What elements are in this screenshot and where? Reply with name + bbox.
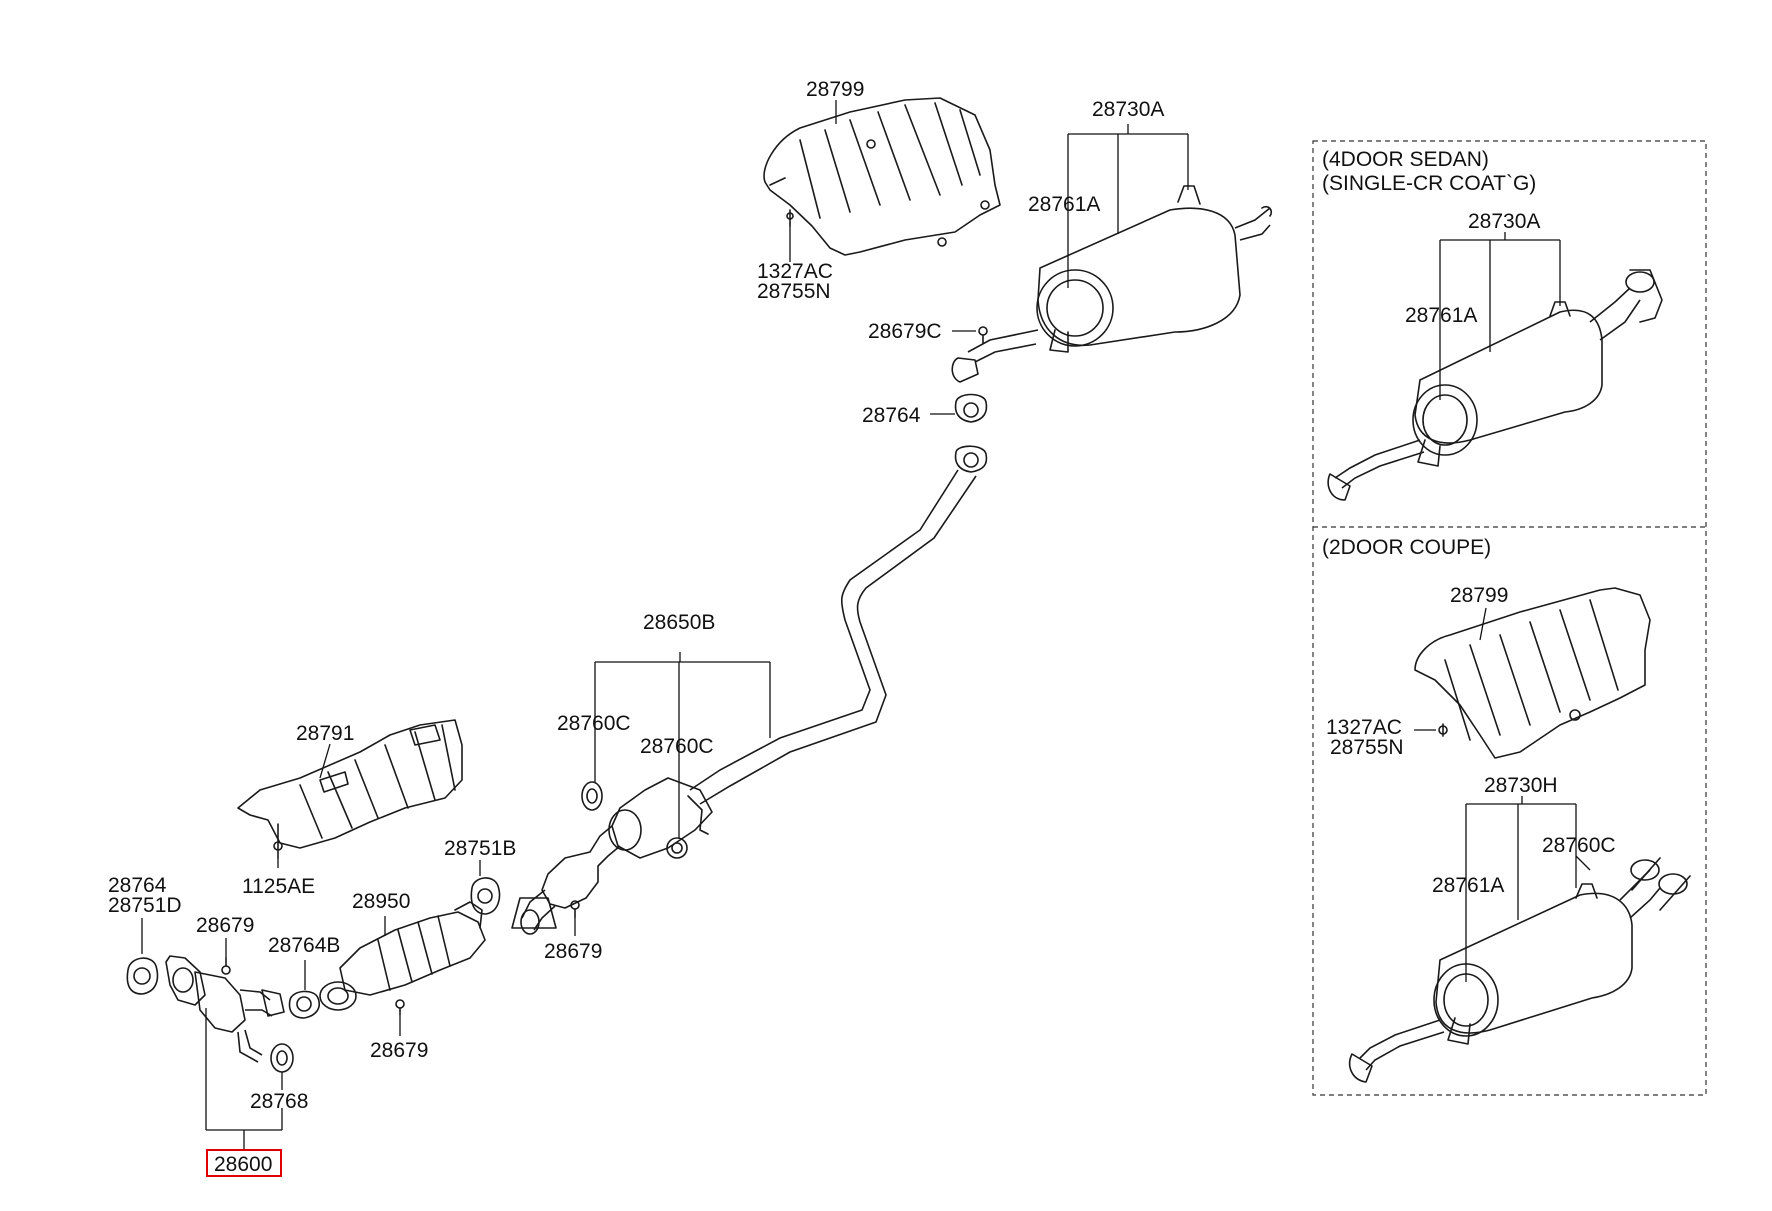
mid-nut-part[interactable]	[570, 900, 580, 918]
inset-sedan-28730A: 28730A	[1468, 210, 1540, 233]
highlight-box-28600	[206, 1149, 282, 1177]
rear-muffler-part[interactable]	[951, 185, 1273, 383]
label-28679-mid: 28679	[544, 940, 602, 963]
label-28761A: 28761A	[1028, 193, 1100, 216]
rear-nut-part[interactable]	[978, 326, 988, 344]
rear-gasket-part[interactable]	[954, 393, 988, 423]
label-28768: 28768	[250, 1090, 308, 1113]
label-28751B: 28751B	[444, 837, 516, 860]
label-28764-front: 28764	[108, 874, 167, 897]
label-28650B: 28650B	[643, 611, 715, 634]
inset-coupe-28730H: 28730H	[1484, 774, 1558, 797]
inset-sedan-title-2: (SINGLE-CR COAT`G)	[1322, 172, 1536, 195]
label-28764-rear: 28764	[862, 404, 921, 427]
label-28679C: 28679C	[868, 320, 942, 343]
center-hanger-2[interactable]	[666, 837, 688, 859]
label-28751D: 28751D	[108, 894, 182, 917]
rear-shield-bolt[interactable]	[786, 209, 794, 227]
inset-sedan-28761A: 28761A	[1405, 304, 1477, 327]
label-1327AC: 1327AC	[757, 260, 833, 283]
label-28679-cat: 28679	[370, 1039, 428, 1062]
label-28799: 28799	[806, 78, 864, 101]
inset-coupe-28761A: 28761A	[1432, 874, 1504, 897]
manifold-nut-part[interactable]	[221, 957, 231, 975]
label-28755N: 28755N	[757, 280, 831, 303]
front-hanger-part[interactable]	[270, 1043, 294, 1073]
label-28760C-1: 28760C	[557, 712, 631, 735]
rear-heat-shield-part[interactable]	[763, 97, 1001, 256]
label-28791: 28791	[296, 722, 354, 745]
coupe-heat-shield-part[interactable]	[1414, 587, 1651, 759]
inset-sedan-title-1: (4DOOR SEDAN)	[1322, 148, 1489, 171]
label-28950: 28950	[352, 890, 410, 913]
label-28760C-2: 28760C	[640, 735, 714, 758]
inset-coupe-28799: 28799	[1450, 584, 1508, 607]
sedan-muffler-part[interactable]	[1327, 269, 1663, 501]
front-pipe-part[interactable]	[165, 955, 285, 1063]
front-shield-bolt[interactable]	[273, 823, 283, 859]
coupe-muffler-part[interactable]	[1348, 857, 1691, 1083]
center-hanger-1[interactable]	[581, 781, 603, 811]
center-pipe-part[interactable]	[511, 445, 988, 935]
label-1125AE: 1125AE	[242, 875, 315, 898]
cat-nut-part[interactable]	[395, 999, 405, 1015]
label-28600[interactable]: 28600	[214, 1153, 272, 1176]
label-28764B: 28764B	[268, 934, 340, 957]
inset-coupe-1327AC: 1327AC	[1326, 716, 1402, 739]
catalytic-converter-part[interactable]	[319, 901, 486, 1011]
front-flange-gasket[interactable]	[470, 877, 501, 915]
label-28730A: 28730A	[1092, 98, 1164, 121]
inset-coupe-title: (2DOOR COUPE)	[1322, 536, 1491, 559]
label-28679-manifold: 28679	[196, 914, 254, 937]
inset-frame	[1312, 140, 1707, 1096]
inset-coupe-28755N: 28755N	[1330, 736, 1404, 759]
manifold-gasket-part[interactable]	[126, 957, 159, 995]
coupe-shield-bolt[interactable]	[1438, 723, 1448, 737]
inset-coupe-28760C: 28760C	[1542, 834, 1616, 857]
cat-gasket-part[interactable]	[288, 990, 320, 1019]
